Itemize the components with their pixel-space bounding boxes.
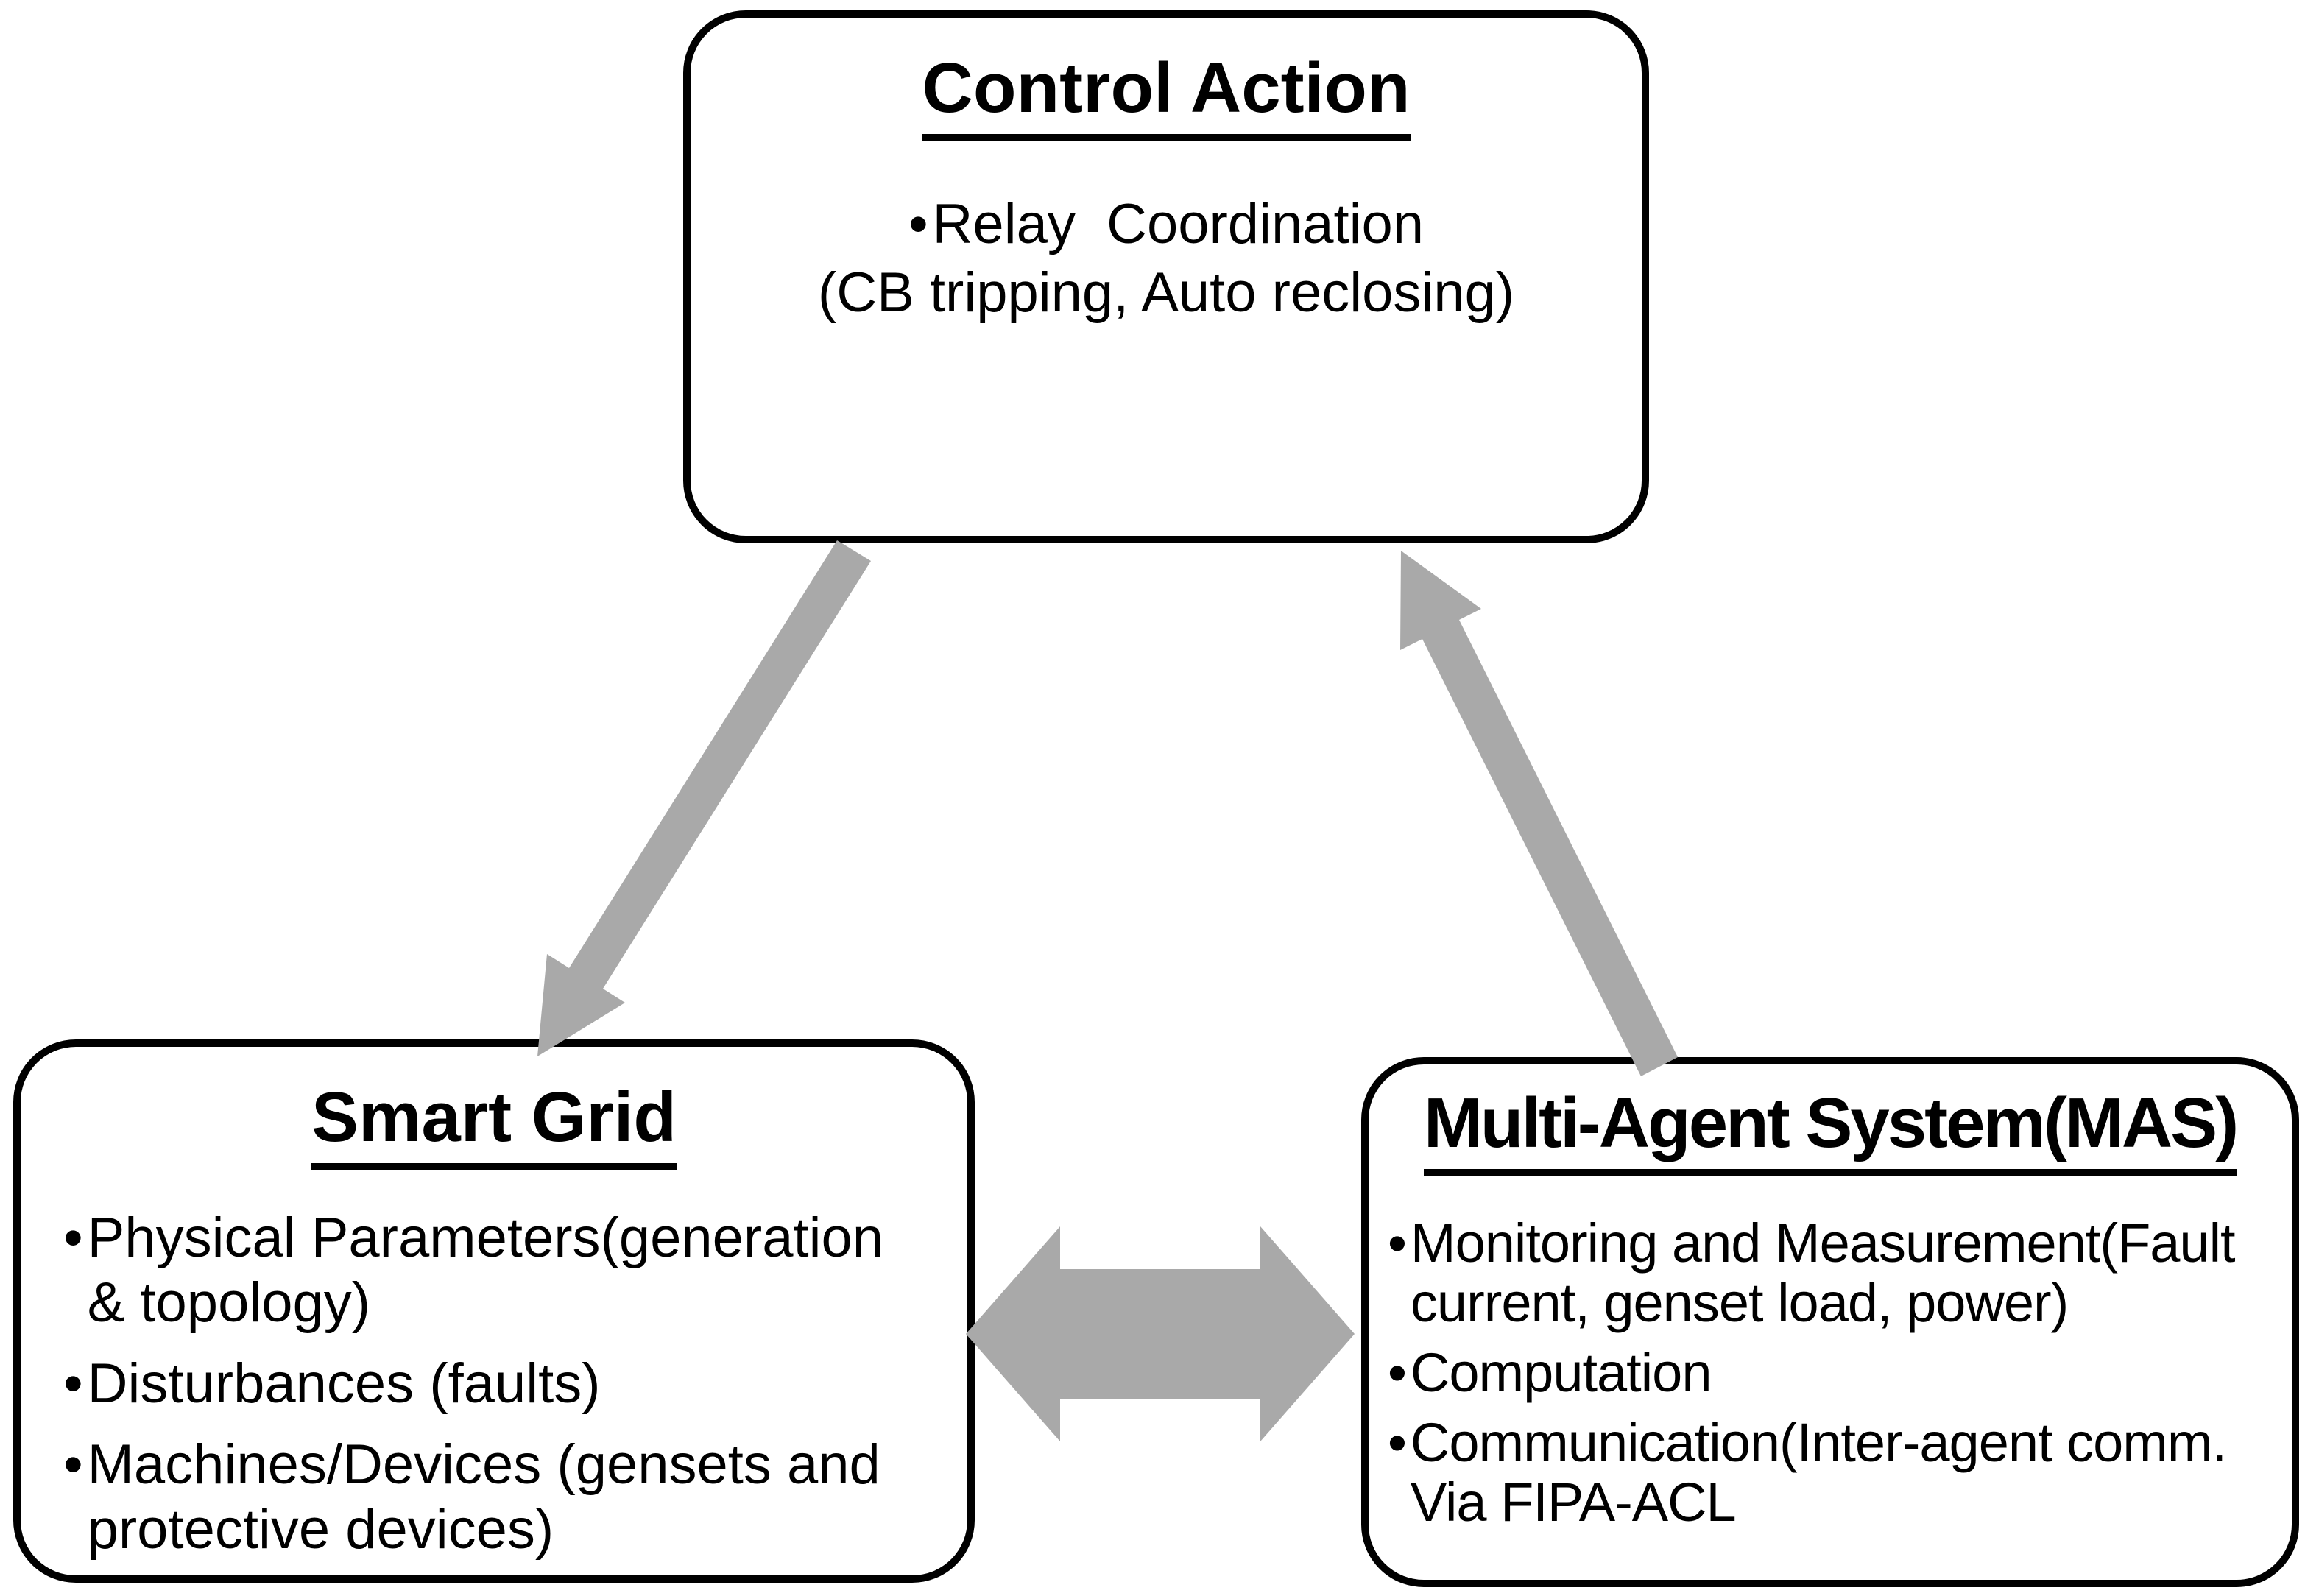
arrow-mas-to-control-icon <box>1400 551 1678 1076</box>
control-action-title: Control Action <box>691 49 1642 141</box>
smart-grid-title-text: Smart Grid <box>311 1078 677 1170</box>
bullet-icon: • <box>63 1352 83 1415</box>
list-item: • Computation <box>1388 1343 2287 1402</box>
bullet-text-line: Machines/Devices (gensets and <box>87 1433 880 1496</box>
bullet-text-line: current, genset load, power) <box>1410 1271 2069 1333</box>
bullet-text-line: Communication(Inter-agent comm. <box>1410 1411 2227 1473</box>
bullet-icon: • <box>908 192 928 255</box>
list-item: • Physical Parameters(generation & topol… <box>63 1206 960 1335</box>
smart-grid-title: Smart Grid <box>21 1078 967 1170</box>
control-action-body: •Relay Coordination (CB tripping, Auto r… <box>691 190 1642 327</box>
control-action-bullet-line: •Relay Coordination <box>691 190 1642 258</box>
bullet-icon: • <box>63 1206 83 1269</box>
bullet-icon: • <box>63 1433 83 1496</box>
bullet-icon: • <box>1388 1341 1407 1403</box>
mas-title-text: Multi-Agent System(MAS) <box>1423 1084 2239 1176</box>
control-action-line-1: Relay Coordination <box>932 192 1425 255</box>
smart-grid-box: Smart Grid • Physical Parameters(generat… <box>13 1039 975 1583</box>
bullet-text-line: Physical Parameters(generation <box>87 1206 884 1269</box>
list-item: • Machines/Devices (gensets and protecti… <box>63 1433 960 1562</box>
mas-title: Multi-Agent System(MAS) <box>1369 1084 2292 1176</box>
bullet-text-line: Computation <box>1410 1341 1712 1403</box>
control-action-box: Control Action •Relay Coordination (CB t… <box>683 10 1649 543</box>
mas-box: Multi-Agent System(MAS) • Monitoring and… <box>1361 1057 2299 1587</box>
bullet-text-line: Monitoring and Measurement(Fault <box>1410 1212 2236 1274</box>
bullet-icon: • <box>1388 1411 1407 1473</box>
arrow-control-to-smartgrid-icon <box>537 540 871 1056</box>
bullet-text-line: & topology) <box>87 1271 371 1334</box>
smart-grid-bullet-list: • Physical Parameters(generation & topol… <box>21 1206 967 1562</box>
bullet-icon: • <box>1388 1212 1407 1274</box>
bullet-text-line: Disturbances (faults) <box>87 1352 601 1415</box>
control-action-line-2: (CB tripping, Auto reclosing) <box>817 261 1515 324</box>
bullet-text-line: Via FIPA-ACL <box>1410 1471 1737 1533</box>
mas-bullet-list: • Monitoring and Measurement(Fault curre… <box>1369 1213 2292 1532</box>
arrow-smartgrid-mas-bidirectional-icon <box>966 1226 1355 1441</box>
control-action-title-text: Control Action <box>922 49 1411 141</box>
list-item: • Disturbances (faults) <box>63 1352 960 1416</box>
list-item: • Monitoring and Measurement(Fault curre… <box>1388 1213 2287 1332</box>
list-item: • Communication(Inter-agent comm. Via FI… <box>1388 1413 2287 1532</box>
bullet-text-line: protective devices) <box>87 1497 554 1561</box>
